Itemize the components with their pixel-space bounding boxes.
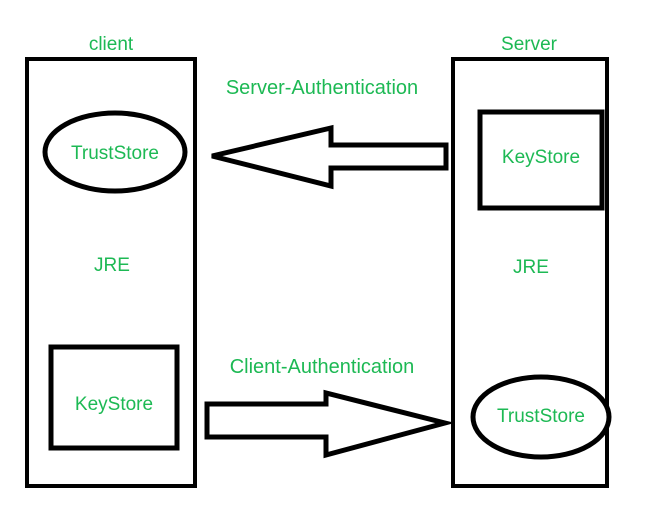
server-authentication-arrow bbox=[211, 124, 449, 190]
client-keystore-label: KeyStore bbox=[74, 394, 154, 415]
client-authentication-arrow bbox=[204, 389, 455, 459]
server-authentication-label: Server-Authentication bbox=[225, 77, 419, 99]
client-truststore-label: TrustStore bbox=[71, 143, 159, 164]
server-title: Server bbox=[501, 34, 557, 55]
client-keystore-box bbox=[48, 344, 180, 451]
server-jre-label: JRE bbox=[513, 257, 549, 278]
client-title: client bbox=[88, 34, 134, 55]
client-jre-label: JRE bbox=[94, 255, 130, 276]
server-truststore-ellipse bbox=[470, 374, 612, 460]
client-truststore-ellipse bbox=[42, 110, 188, 194]
client-authentication-label: Client-Authentication bbox=[229, 356, 415, 378]
server-keystore-box bbox=[477, 109, 605, 211]
server-truststore-label: TrustStore bbox=[497, 406, 585, 427]
server-keystore-label: KeyStore bbox=[501, 147, 581, 168]
